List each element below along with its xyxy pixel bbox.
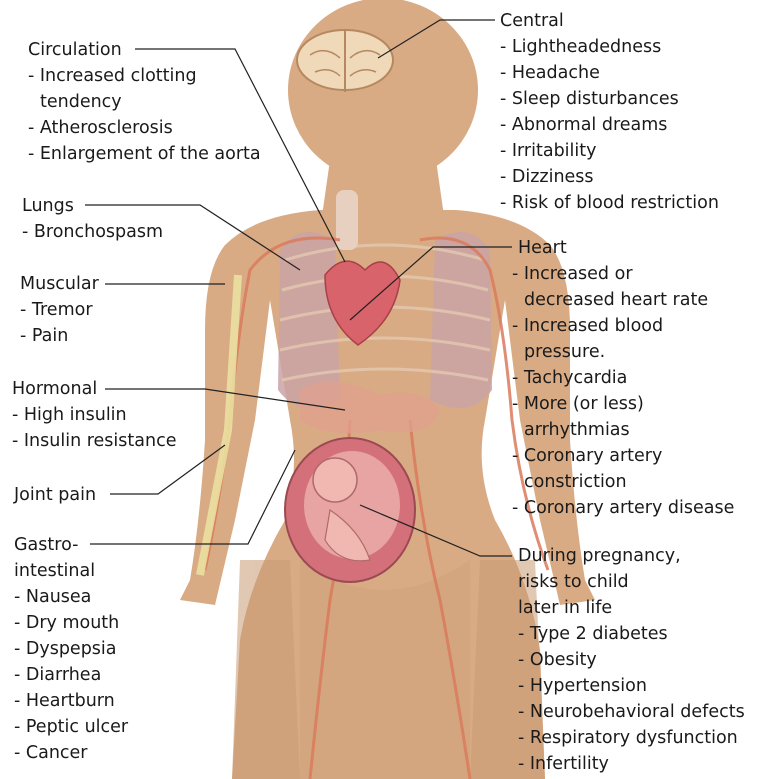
gastro-heading-2: intestinal bbox=[14, 558, 128, 584]
pregnancy-label: During pregnancy, risks to child later i… bbox=[518, 543, 745, 777]
central-item: - Risk of blood restriction bbox=[500, 190, 719, 216]
hormonal-label: Hormonal - High insulin - Insulin resist… bbox=[12, 376, 176, 454]
heart-item: - Coronary artery disease bbox=[512, 495, 734, 521]
circulation-heading: Circulation bbox=[28, 37, 261, 63]
leader-gastro bbox=[90, 450, 295, 544]
joint-heading: Joint pain bbox=[14, 482, 96, 508]
heart-item: - Tachycardia bbox=[512, 365, 734, 391]
gastro-heading: Gastro- bbox=[14, 532, 128, 558]
body-shading bbox=[232, 560, 545, 779]
heart-item: - Increased or bbox=[512, 261, 734, 287]
pregnancy-item: - Type 2 diabetes bbox=[518, 621, 745, 647]
muscular-heading: Muscular bbox=[20, 271, 99, 297]
heart-item: - Coronary artery bbox=[512, 443, 734, 469]
central-label: Central - Lightheadedness - Headache - S… bbox=[500, 8, 719, 216]
gastro-item: - Dry mouth bbox=[14, 610, 128, 636]
gastro-item: - Peptic ulcer bbox=[14, 714, 128, 740]
pregnancy-item: - Obesity bbox=[518, 647, 745, 673]
circulation-item: - Increased clotting bbox=[28, 63, 261, 89]
central-item: - Irritability bbox=[500, 138, 719, 164]
circulation-label: Circulation - Increased clotting tendenc… bbox=[28, 37, 261, 167]
heart-item: - More (or less) bbox=[512, 391, 734, 417]
central-item: - Lightheadedness bbox=[500, 34, 719, 60]
pregnancy-item: - Hypertension bbox=[518, 673, 745, 699]
lungs-heading: Lungs bbox=[22, 193, 163, 219]
pregnancy-item: - Infertility bbox=[518, 751, 745, 777]
circulation-item: tendency bbox=[28, 89, 261, 115]
muscular-label: Muscular - Tremor - Pain bbox=[20, 271, 99, 349]
heart-label: Heart - Increased or decreased heart rat… bbox=[512, 235, 734, 521]
central-item: - Headache bbox=[500, 60, 719, 86]
muscular-item: - Pain bbox=[20, 323, 99, 349]
central-item: - Abnormal dreams bbox=[500, 112, 719, 138]
hormonal-heading: Hormonal bbox=[12, 376, 176, 402]
gastro-item: - Dyspepsia bbox=[14, 636, 128, 662]
pregnancy-item: - Respiratory dysfunction bbox=[518, 725, 745, 751]
circulation-item: - Atherosclerosis bbox=[28, 115, 261, 141]
heart-item: arrhythmias bbox=[512, 417, 734, 443]
heart-item: pressure. bbox=[512, 339, 734, 365]
gastro-item: - Nausea bbox=[14, 584, 128, 610]
pregnancy-heading-2: risks to child bbox=[518, 569, 745, 595]
hormonal-item: - High insulin bbox=[12, 402, 176, 428]
gastro-item: - Heartburn bbox=[14, 688, 128, 714]
lungs-item: - Bronchospasm bbox=[22, 219, 163, 245]
pregnancy-heading-3: later in life bbox=[518, 595, 745, 621]
pregnancy-item: - Neurobehavioral defects bbox=[518, 699, 745, 725]
circulation-item: - Enlargement of the aorta bbox=[28, 141, 261, 167]
central-item: - Dizziness bbox=[500, 164, 719, 190]
fetus-icon bbox=[285, 438, 415, 582]
gastro-item: - Diarrhea bbox=[14, 662, 128, 688]
central-item: - Sleep disturbances bbox=[500, 86, 719, 112]
muscular-item: - Tremor bbox=[20, 297, 99, 323]
heart-item: decreased heart rate bbox=[512, 287, 734, 313]
heart-heading: Heart bbox=[512, 235, 734, 261]
joint-label: Joint pain bbox=[14, 482, 96, 508]
heart-item: - Increased blood bbox=[512, 313, 734, 339]
central-heading: Central bbox=[500, 8, 719, 34]
gastro-item: - Cancer bbox=[14, 740, 128, 766]
hormonal-item: - Insulin resistance bbox=[12, 428, 176, 454]
lungs-label: Lungs - Bronchospasm bbox=[22, 193, 163, 245]
pregnancy-heading: During pregnancy, bbox=[518, 543, 745, 569]
gastro-label: Gastro- intestinal - Nausea - Dry mouth … bbox=[14, 532, 128, 766]
heart-item: constriction bbox=[512, 469, 734, 495]
